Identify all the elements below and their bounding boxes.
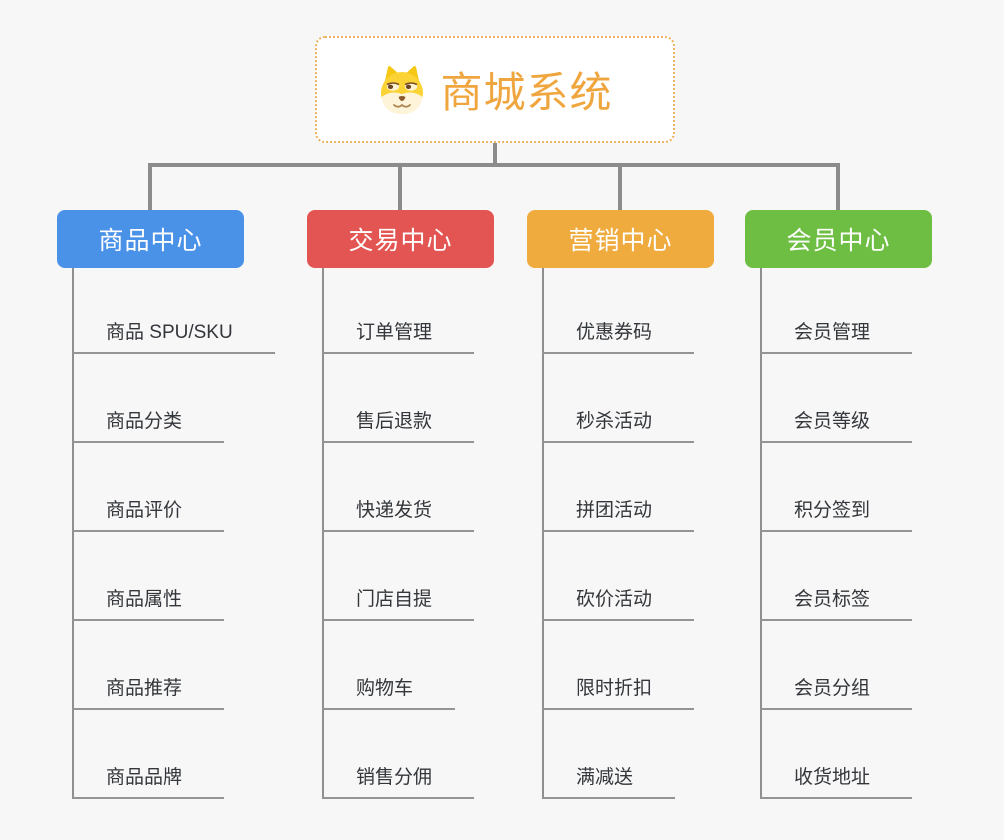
- leaf-node[interactable]: 商品 SPU/SKU: [72, 321, 275, 354]
- leaf-node[interactable]: 商品属性: [72, 588, 225, 621]
- leaf-node[interactable]: 门店自提: [322, 588, 475, 621]
- leaf-node[interactable]: 满减送: [542, 766, 676, 799]
- branch-node-trade-center[interactable]: 交易中心: [307, 210, 494, 268]
- leaf-node[interactable]: 商品评价: [72, 499, 225, 532]
- leaf-node[interactable]: 限时折扣: [542, 677, 695, 710]
- leaf-node[interactable]: 订单管理: [322, 321, 475, 354]
- branch-node-member-center[interactable]: 会员中心: [745, 210, 932, 268]
- leaf-node[interactable]: 会员等级: [760, 410, 913, 443]
- connector-branch-trunk: [322, 267, 324, 798]
- leaf-node[interactable]: 售后退款: [322, 410, 475, 443]
- connector-branch-stub: [148, 163, 152, 210]
- leaf-node[interactable]: 销售分佣: [322, 766, 475, 799]
- leaf-node[interactable]: 会员分组: [760, 677, 913, 710]
- leaf-node[interactable]: 拼团活动: [542, 499, 695, 532]
- leaf-node[interactable]: 商品分类: [72, 410, 225, 443]
- connector-branch-trunk: [542, 267, 544, 798]
- leaf-node[interactable]: 商品推荐: [72, 677, 225, 710]
- leaf-node[interactable]: 商品品牌: [72, 766, 225, 799]
- connector-branch-stub: [618, 163, 622, 210]
- leaf-node[interactable]: 积分签到: [760, 499, 913, 532]
- branch-node-product-center[interactable]: 商品中心: [57, 210, 244, 268]
- leaf-node[interactable]: 会员管理: [760, 321, 913, 354]
- connector-horizontal: [148, 163, 840, 167]
- leaf-node[interactable]: 会员标签: [760, 588, 913, 621]
- leaf-node[interactable]: 砍价活动: [542, 588, 695, 621]
- leaf-node[interactable]: 秒杀活动: [542, 410, 695, 443]
- connector-root-stub: [493, 143, 497, 167]
- dog-icon: [377, 64, 427, 116]
- connector-branch-trunk: [72, 267, 74, 798]
- connector-branch-stub: [398, 163, 402, 210]
- root-node[interactable]: 商城系统: [315, 36, 675, 143]
- leaf-node[interactable]: 购物车: [322, 677, 456, 710]
- connector-branch-stub: [836, 163, 840, 210]
- leaf-node[interactable]: 快递发货: [322, 499, 475, 532]
- leaf-node[interactable]: 收货地址: [760, 766, 913, 799]
- branch-node-marketing-center[interactable]: 营销中心: [527, 210, 714, 268]
- connector-branch-trunk: [760, 267, 762, 798]
- leaf-node[interactable]: 优惠券码: [542, 321, 695, 354]
- root-title: 商城系统: [440, 69, 613, 116]
